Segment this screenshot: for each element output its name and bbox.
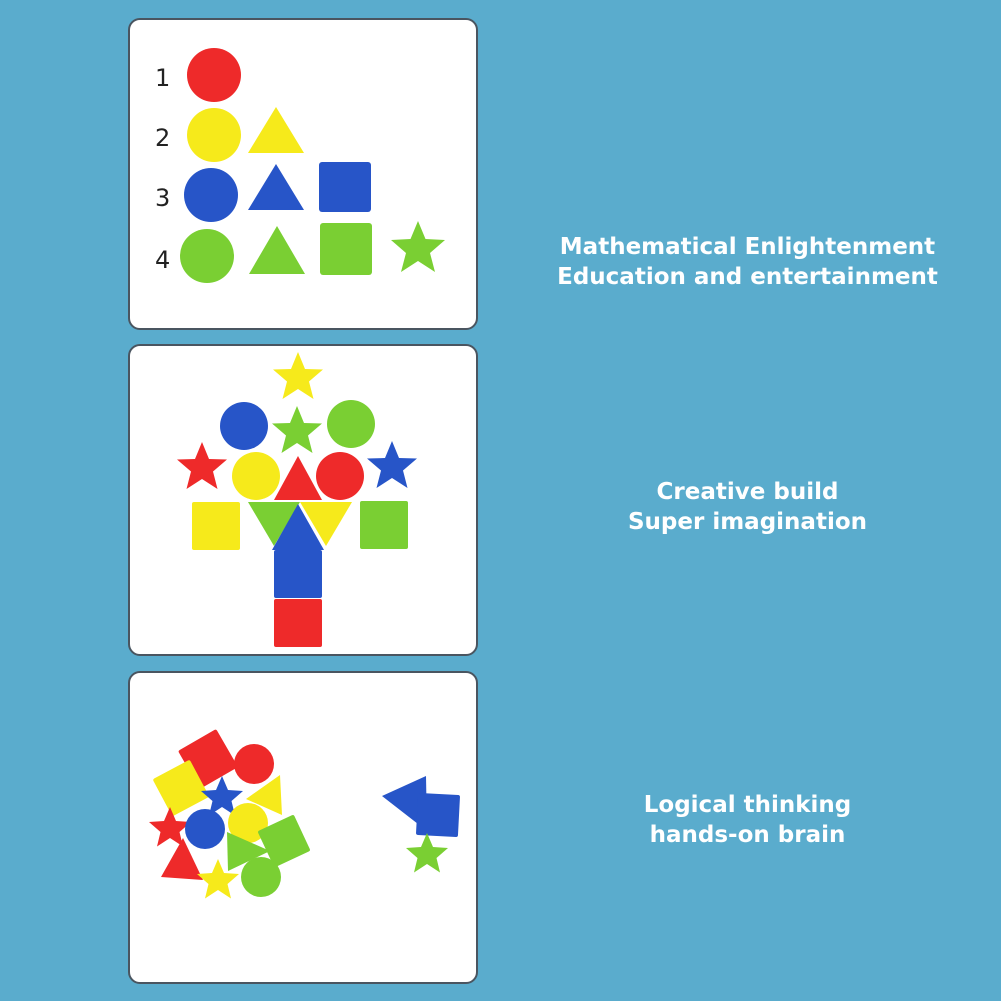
red-star-icon bbox=[149, 807, 191, 847]
caption-mathematical-enlightenment: Mathematical Enlightenment Education and… bbox=[500, 232, 995, 292]
separated-shapes bbox=[382, 776, 460, 873]
caption-creative-build: Creative build Super imagination bbox=[500, 477, 995, 537]
yellow-circle-icon bbox=[187, 108, 241, 162]
green-triangle-icon bbox=[227, 832, 270, 871]
green-square-icon bbox=[320, 223, 372, 275]
green-square-icon bbox=[258, 815, 310, 867]
blue-square-icon bbox=[319, 162, 371, 212]
green-star-icon bbox=[272, 406, 322, 453]
row-number-2: 2 bbox=[155, 124, 170, 152]
scattered-shapes-illustration bbox=[149, 729, 460, 899]
blue-triangle-icon bbox=[272, 504, 324, 550]
green-star-icon bbox=[406, 833, 448, 873]
red-star-icon bbox=[177, 442, 227, 489]
green-circle-icon bbox=[241, 857, 281, 897]
yellow-square-icon bbox=[192, 502, 240, 550]
caption-line: Creative build bbox=[656, 479, 839, 505]
caption-line: Super imagination bbox=[627, 509, 868, 535]
yellow-circle-icon bbox=[232, 452, 280, 500]
green-triangle-icon bbox=[248, 502, 300, 546]
red-square-icon bbox=[274, 599, 322, 647]
top-yellow-star-icon bbox=[273, 352, 323, 399]
row-number-1: 1 bbox=[155, 64, 170, 92]
green-triangle-icon bbox=[249, 226, 305, 274]
yellow-triangle-icon bbox=[300, 502, 352, 546]
green-star-icon bbox=[391, 221, 445, 272]
red-circle-icon bbox=[316, 452, 364, 500]
shape-tree-illustration bbox=[177, 352, 417, 647]
shape-tree-panel bbox=[128, 344, 478, 656]
caption-line: Mathematical Enlightenment bbox=[559, 234, 936, 260]
yellow-triangle-icon bbox=[248, 107, 304, 153]
red-circle-icon bbox=[187, 48, 241, 102]
shape-counting-panel: 1 2 3 4 bbox=[128, 18, 478, 330]
red-triangle-icon bbox=[161, 838, 203, 880]
red-triangle-icon bbox=[274, 456, 322, 500]
shape-pile bbox=[149, 729, 310, 899]
green-square-icon bbox=[360, 501, 408, 549]
green-circle-icon bbox=[180, 229, 234, 283]
blue-circle-icon bbox=[184, 168, 238, 222]
green-circle-icon bbox=[327, 400, 375, 448]
caption-line: hands-on brain bbox=[649, 822, 846, 848]
blue-square-icon bbox=[274, 550, 322, 598]
blue-triangle-icon bbox=[248, 164, 304, 210]
yellow-square-icon bbox=[153, 760, 209, 816]
blue-circle-icon bbox=[220, 402, 268, 450]
yellow-triangle-icon bbox=[246, 775, 282, 815]
caption-logical-thinking: Logical thinking hands-on brain bbox=[500, 790, 995, 850]
blue-circle-icon bbox=[185, 809, 225, 849]
caption-line: Logical thinking bbox=[643, 792, 852, 818]
caption-line: Education and entertainment bbox=[557, 264, 938, 290]
shape-counting-illustration: 1 2 3 4 bbox=[155, 48, 445, 283]
yellow-circle-icon bbox=[228, 803, 268, 843]
blue-square-icon bbox=[416, 793, 460, 837]
scattered-shapes-panel bbox=[128, 671, 478, 984]
row-number-3: 3 bbox=[155, 184, 170, 212]
row-number-4: 4 bbox=[155, 246, 170, 274]
blue-star-icon bbox=[367, 441, 417, 488]
red-circle-icon bbox=[234, 744, 274, 784]
blue-triangle-icon bbox=[382, 776, 427, 831]
